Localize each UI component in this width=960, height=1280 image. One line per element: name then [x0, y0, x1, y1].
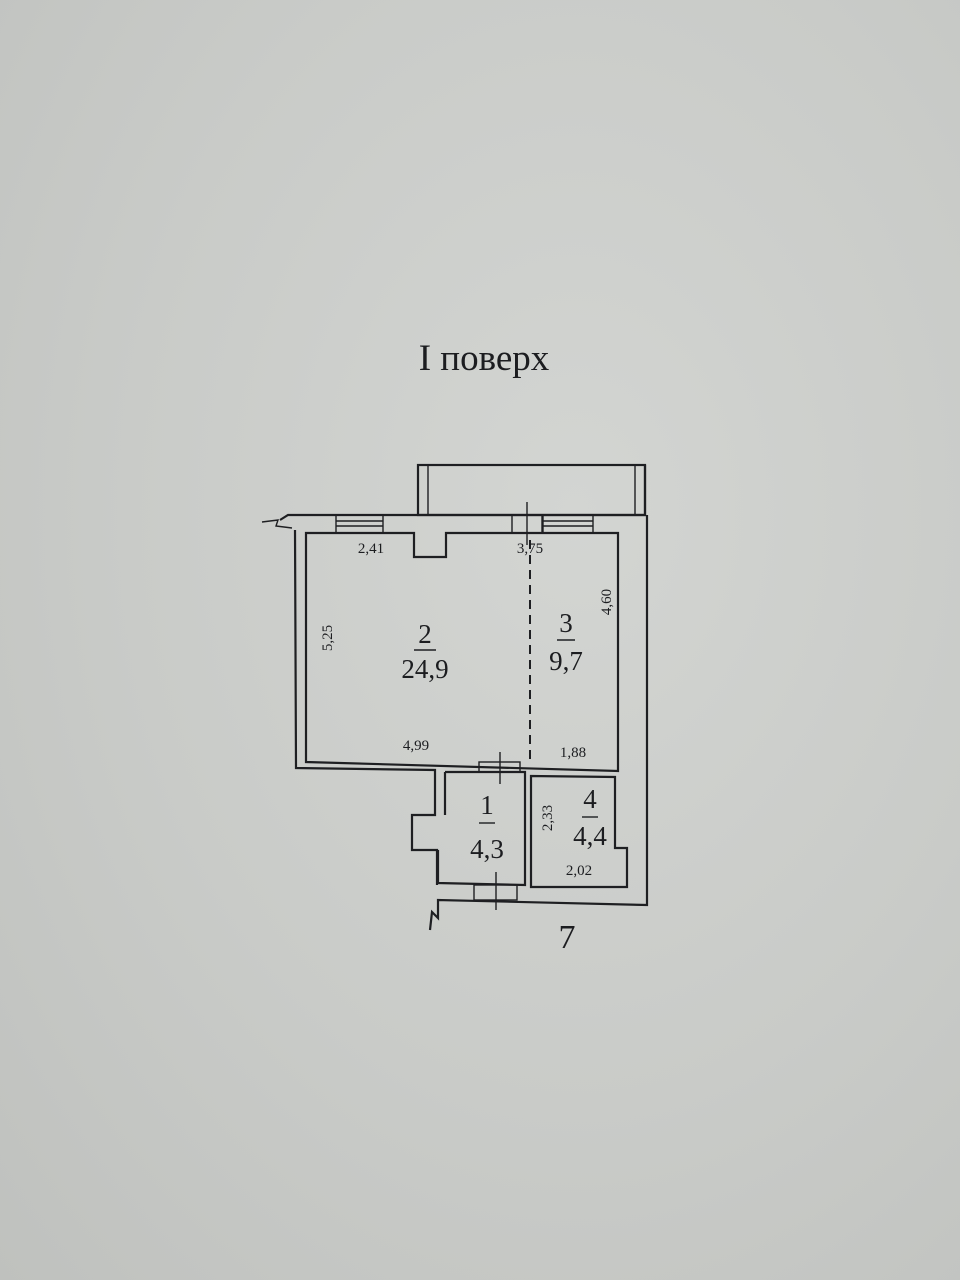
wall-break-icon: [261, 519, 293, 529]
room-2-number: 2: [418, 619, 432, 649]
room-labels: 2 24,9 3 9,7 1 4,3 4 4,4: [401, 608, 607, 864]
walls: [261, 463, 649, 931]
outer-wall: [279, 465, 649, 931]
window: [542, 514, 594, 534]
room-2-area: 24,9: [401, 654, 448, 684]
balcony: [416, 463, 647, 517]
room-2-3-outline: [304, 531, 620, 773]
dim-room4-left: 2,33: [540, 805, 556, 831]
room-1-area: 4,3: [470, 834, 504, 864]
dim-room2-top: 2,41: [358, 541, 384, 557]
room-3-number: 3: [559, 608, 573, 638]
room-4-number: 4: [583, 784, 597, 814]
room-1-number: 1: [480, 790, 494, 820]
dim-room3-top: 3,75: [517, 541, 543, 557]
dim-room3-right: 4,60: [599, 589, 615, 615]
dim-room2-left: 5,25: [320, 625, 336, 651]
dim-room3-bottom: 1,88: [560, 745, 586, 761]
room-4-area: 4,4: [573, 821, 607, 851]
dimension-labels: 2,41 3,75 5,25 4,60 4,99 1,88 2,33 2,02: [320, 541, 615, 879]
room-3-area: 9,7: [549, 646, 583, 676]
window: [335, 514, 384, 534]
dim-room4-bottom: 2,02: [566, 863, 592, 879]
room-4-outline: [529, 774, 629, 889]
room-1-outline: [436, 770, 527, 887]
floor-title: I поверх: [419, 338, 550, 379]
dim-room2-bottom: 4,99: [403, 738, 429, 754]
section-number: 7: [559, 919, 576, 956]
